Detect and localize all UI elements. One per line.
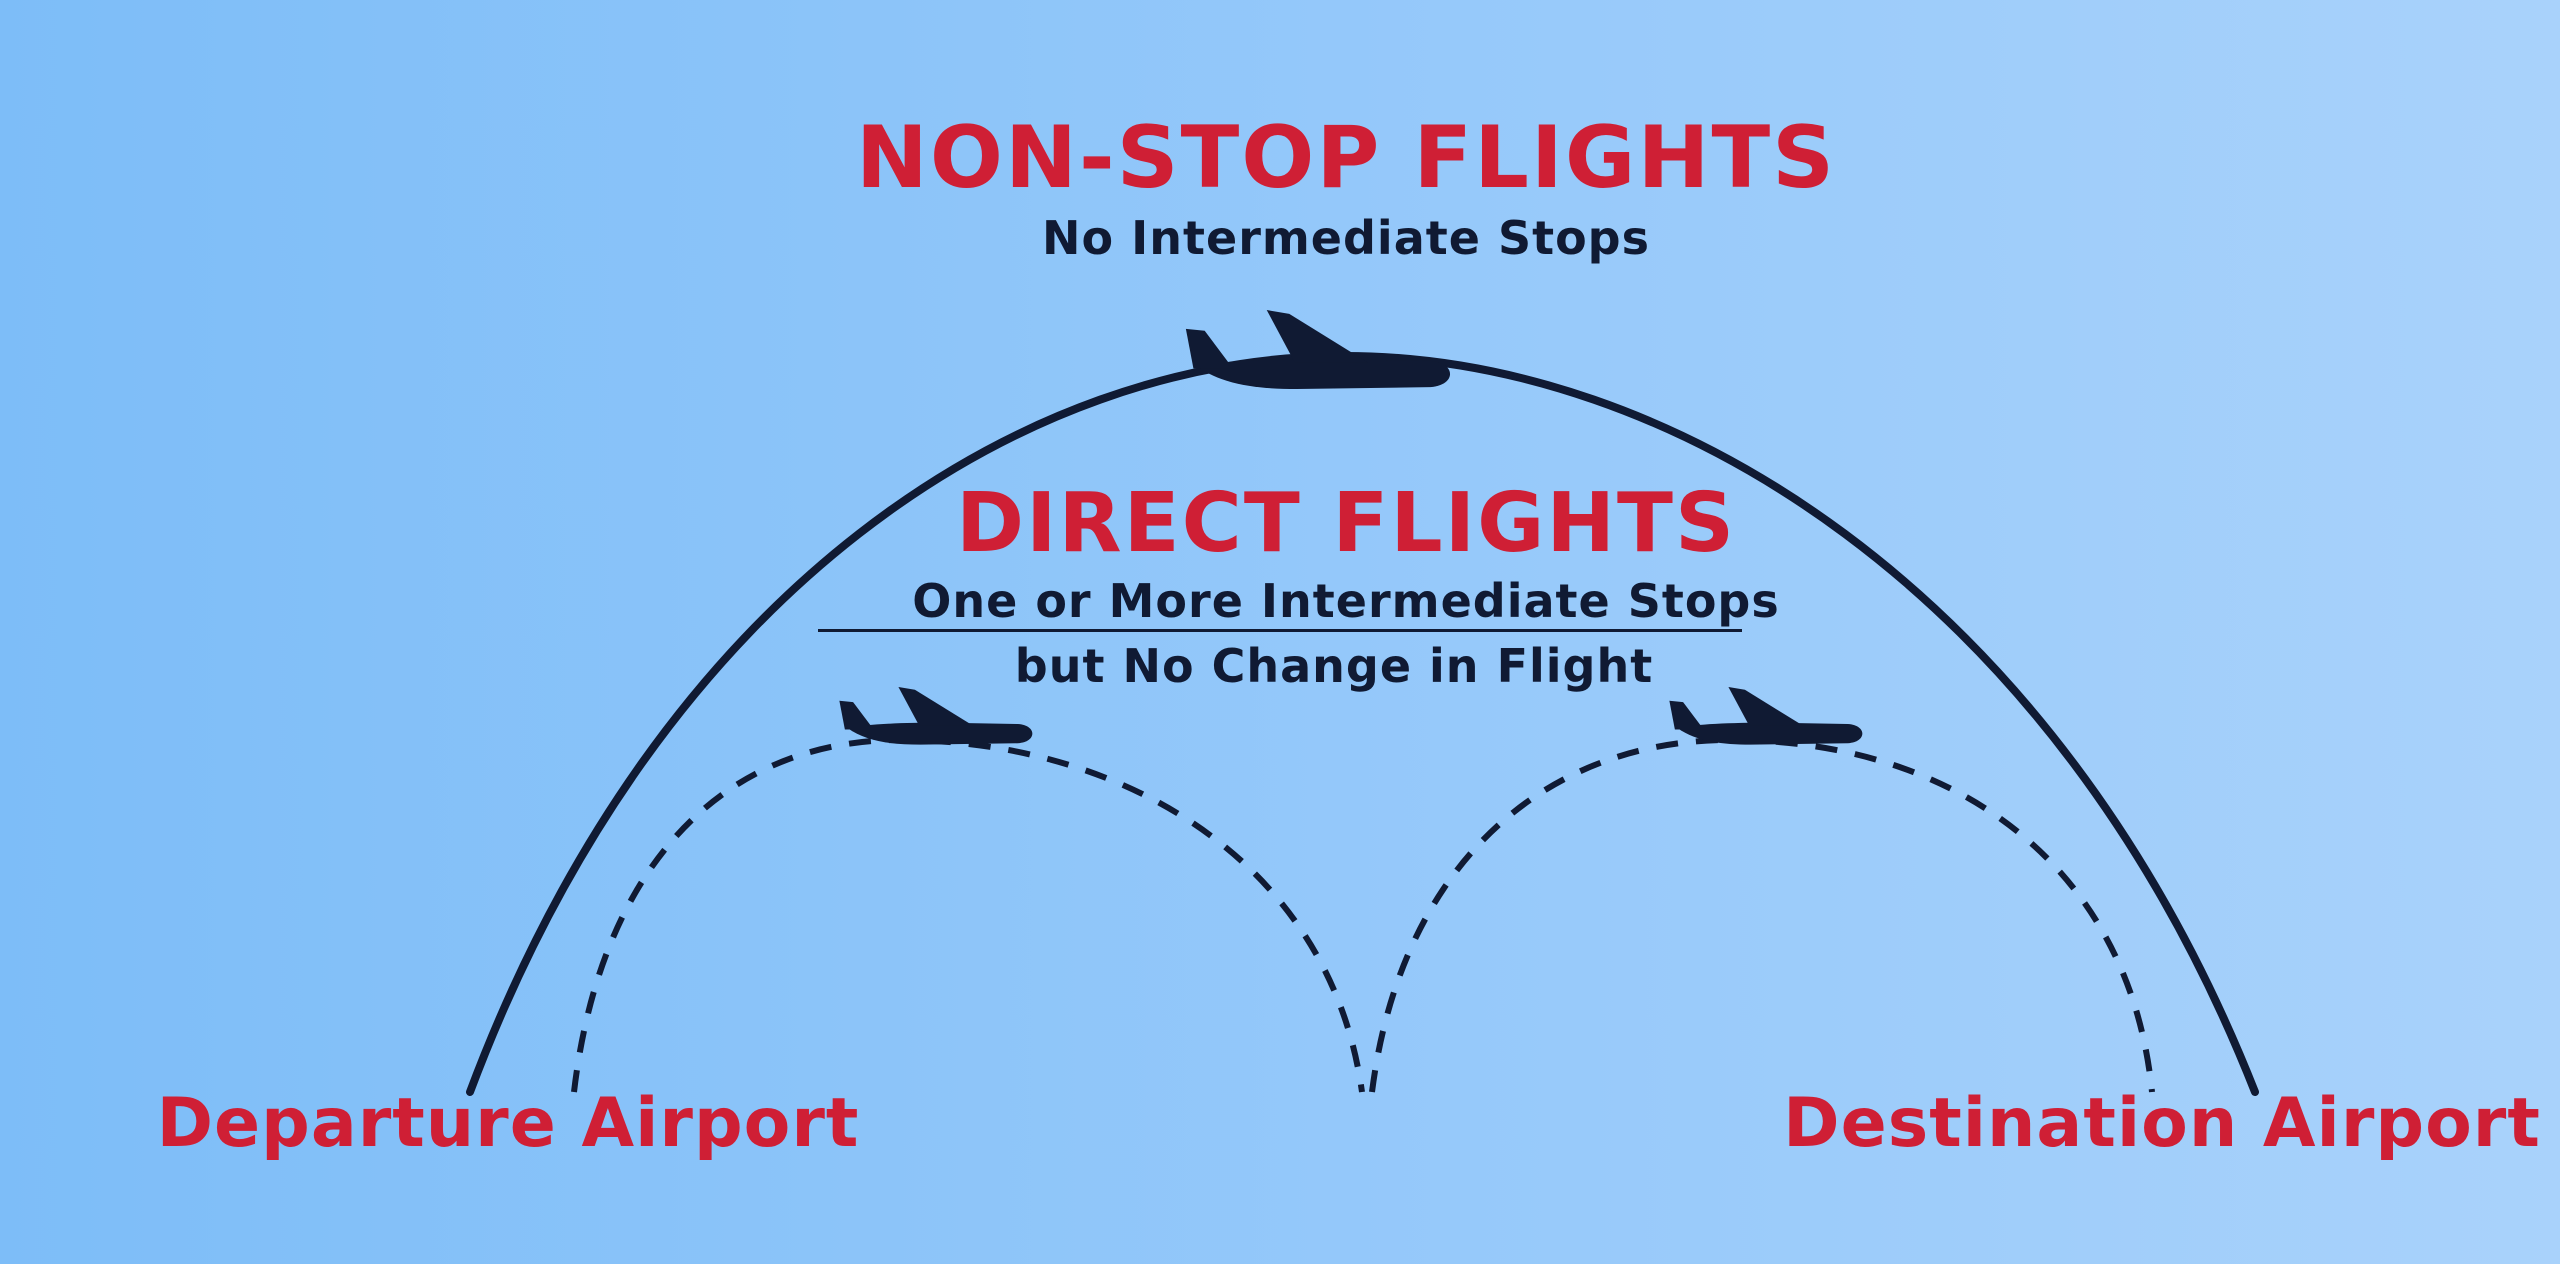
direct-subtitle-line-2: but No Change in Flight (1014, 639, 1654, 693)
destination-airport-label: Destination Airport (1783, 1084, 2541, 1163)
direct-flight-path-leg-2 (1369, 736, 2155, 1093)
nonstop-title: NON-STOP FLIGHTS (855, 108, 1837, 208)
direct-title: DIRECT FLIGHTS (955, 476, 1737, 571)
departure-airport-label: Departure Airport (156, 1084, 860, 1163)
nonstop-subtitle: No Intermediate Stops (1042, 211, 1650, 265)
divider-line (818, 629, 1742, 632)
direct-subtitle-line-1: One or More Intermediate Stops (912, 574, 1780, 628)
